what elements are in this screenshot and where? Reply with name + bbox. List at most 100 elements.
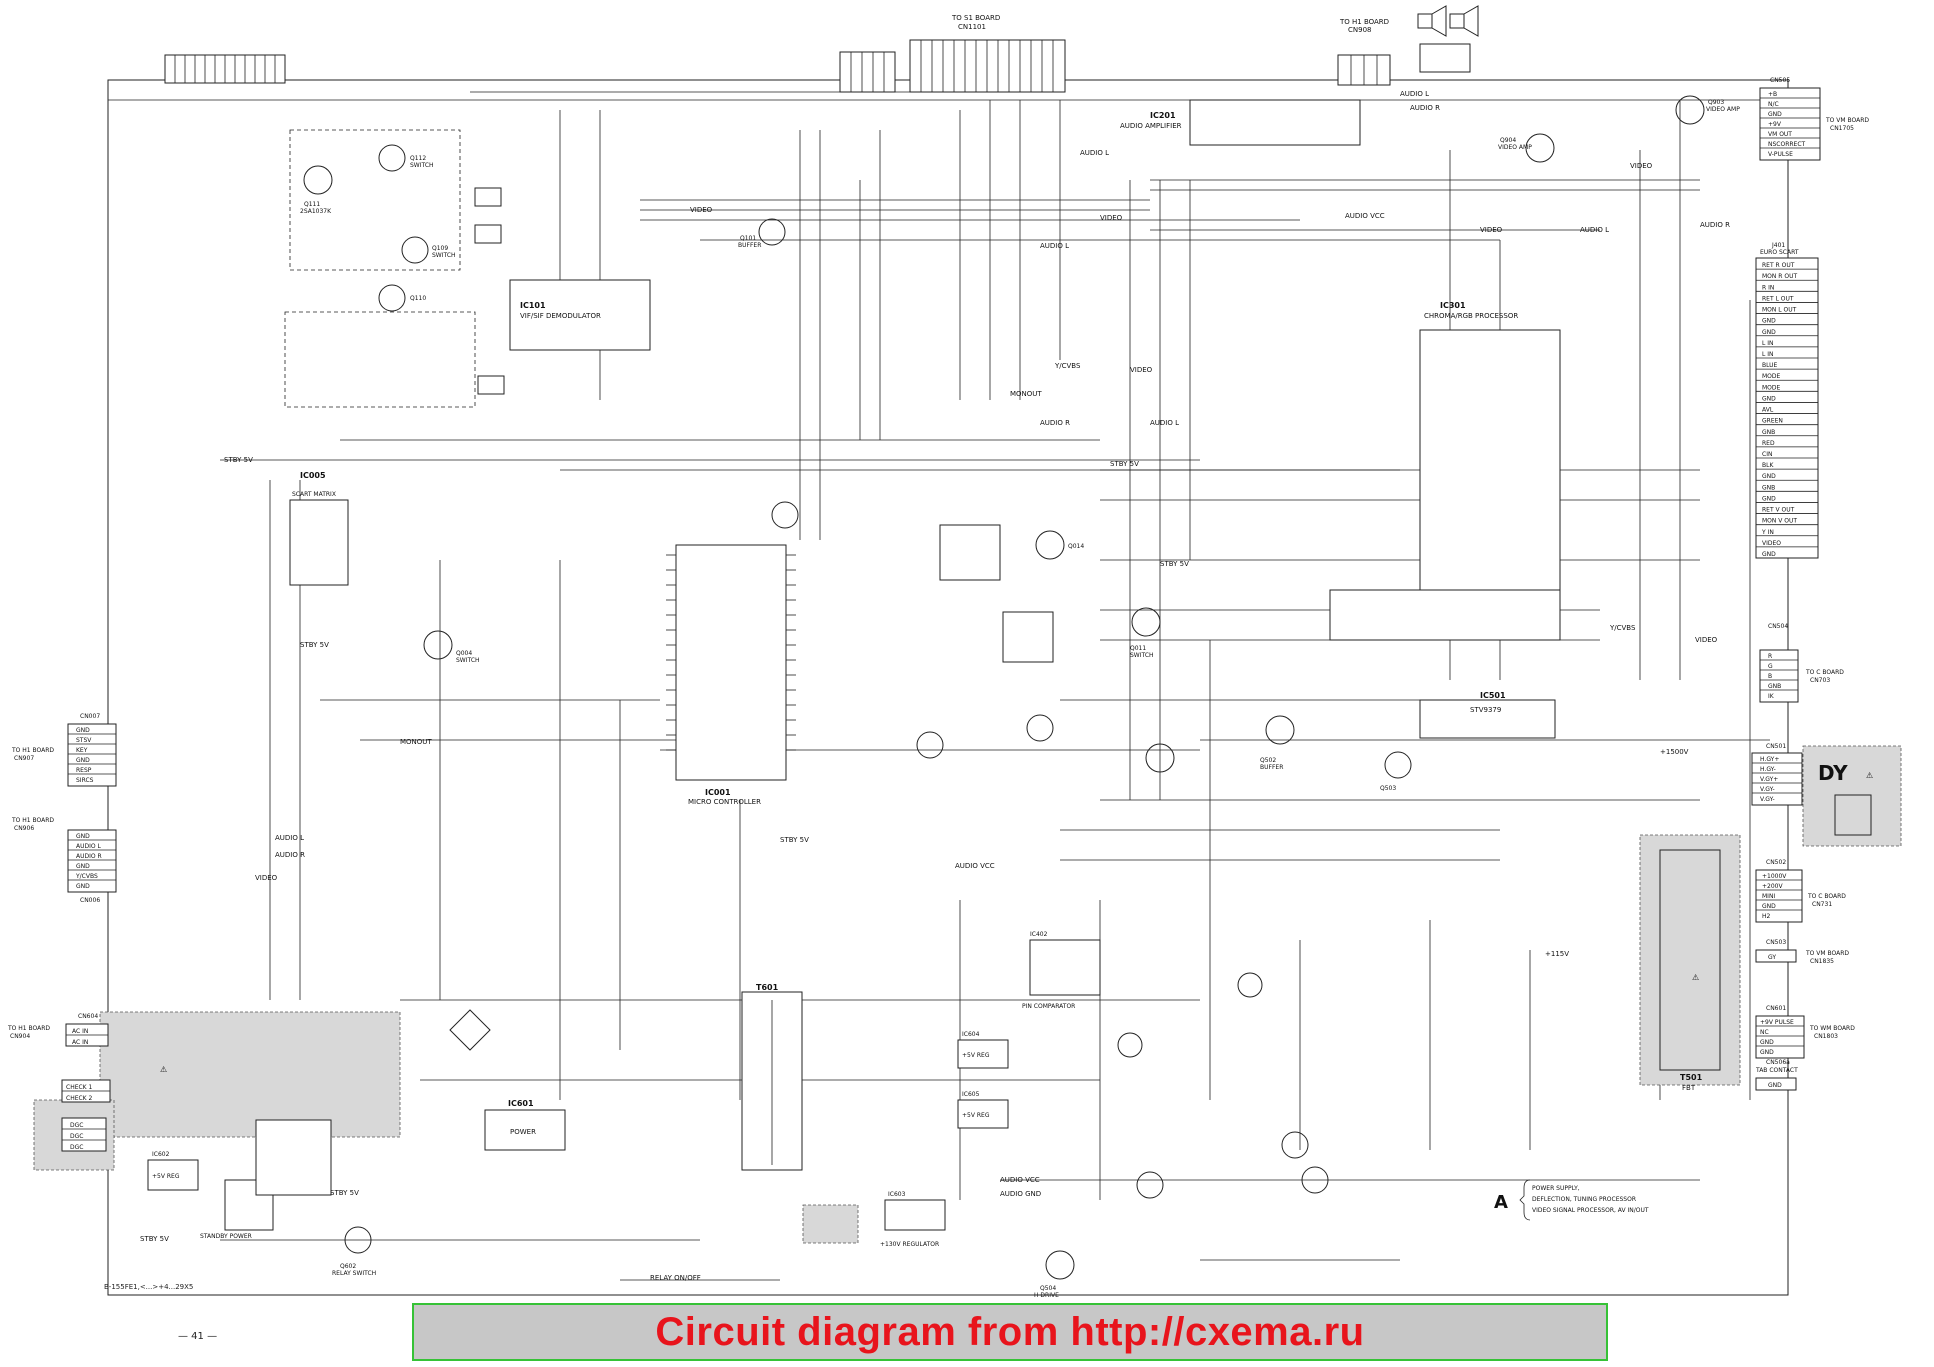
- svg-text:V.GY-: V.GY-: [1760, 796, 1775, 803]
- svg-text:DGC: DGC: [70, 1133, 83, 1140]
- connector-cn007: CN007 GND STSV KEY GND RESP SIRCS TO H1 …: [11, 713, 117, 787]
- j401-pin-label: BLK: [1762, 462, 1774, 469]
- svg-text:VIDEO: VIDEO: [1130, 366, 1153, 374]
- svg-text:CN502: CN502: [1766, 859, 1786, 866]
- to-s1-board-label: TO S1 BOARD: [951, 14, 1000, 22]
- ic001-pins: [666, 554, 796, 751]
- svg-text:Q903: Q903: [1708, 99, 1724, 106]
- svg-text:GND: GND: [76, 833, 90, 840]
- svg-text:TAB CONTACT: TAB CONTACT: [1755, 1067, 1798, 1074]
- j401-pin-label: GND: [1762, 495, 1776, 502]
- svg-text:CN506a: CN506a: [1766, 1059, 1790, 1066]
- svg-text:AUDIO R: AUDIO R: [275, 851, 305, 859]
- transistor-q903: Q903 VIDEO AMP: [1675, 95, 1740, 125]
- connector-cn506: CN506a TAB CONTACT GND: [1755, 1059, 1798, 1091]
- j401-pin-label: MON R OUT: [1762, 273, 1797, 280]
- svg-text:Q602: Q602: [340, 1263, 356, 1270]
- svg-text:VIDEO AMP: VIDEO AMP: [1706, 106, 1740, 113]
- j401-pin-label: CIN: [1762, 451, 1772, 458]
- svg-text:Q502: Q502: [1260, 757, 1276, 764]
- svg-text:TO H1 BOARD: TO H1 BOARD: [11, 817, 54, 824]
- svg-text:GND: GND: [76, 883, 90, 890]
- svg-text:SIRCS: SIRCS: [76, 777, 94, 784]
- top-connector-cn003: [839, 51, 896, 93]
- ic-small-blocks: [771, 501, 1175, 773]
- svg-text:VIDEO: VIDEO: [1480, 226, 1503, 234]
- svg-text:IC101: IC101: [520, 301, 546, 310]
- svg-text:CHECK 1: CHECK 1: [66, 1084, 93, 1091]
- svg-text:B: B: [1768, 673, 1772, 680]
- saw-filter-icon: [474, 187, 505, 395]
- transistor-q503: Q503: [1380, 751, 1412, 792]
- page-number: — 41 —: [178, 1331, 218, 1342]
- svg-text:H2: H2: [1762, 913, 1771, 920]
- ic605-block: IC605 +5V REG: [957, 1091, 1009, 1129]
- j401-pin-label: L IN: [1762, 351, 1774, 358]
- svg-text:Q904: Q904: [1500, 137, 1516, 144]
- transistor-q101: Q101 BUFFER: [738, 218, 786, 249]
- svg-text:RELAY ON/OFF: RELAY ON/OFF: [650, 1274, 701, 1282]
- svg-text:IC501: IC501: [1480, 691, 1506, 700]
- svg-text:AUDIO AMPLIFIER: AUDIO AMPLIFIER: [1120, 122, 1182, 130]
- signal-labels: AUDIO L AUDIO L AUDIO R AUDIO L AUDIO R …: [140, 90, 1730, 1282]
- svg-text:IC001: IC001: [705, 788, 731, 797]
- svg-text:IC605: IC605: [962, 1091, 980, 1098]
- svg-text:GND: GND: [1768, 111, 1782, 118]
- svg-text:VIF/SIF DEMODULATOR: VIF/SIF DEMODULATOR: [520, 312, 601, 320]
- svg-text:GND: GND: [76, 863, 90, 870]
- svg-text:VIDEO: VIDEO: [690, 206, 713, 214]
- svg-text:IC601: IC601: [508, 1099, 534, 1108]
- svg-text:BUFFER: BUFFER: [1260, 764, 1283, 771]
- transistor-q904: Q904 VIDEO AMP: [1498, 133, 1555, 163]
- svg-text:J401: J401: [1771, 242, 1785, 249]
- j401-pin-label: R IN: [1762, 284, 1774, 291]
- svg-text:G: G: [1768, 663, 1773, 670]
- svg-text:MICRO CONTROLLER: MICRO CONTROLLER: [688, 798, 761, 806]
- j401-pin-label: RET L OUT: [1762, 295, 1794, 302]
- ic301-block: IC301 CHROMA/RGB PROCESSOR: [1419, 301, 1561, 641]
- svg-text:VIDEO: VIDEO: [1630, 162, 1653, 170]
- svg-text:IC604: IC604: [962, 1031, 980, 1038]
- transistor-q504: Q504 H DRIVE: [1034, 1250, 1075, 1299]
- primary-power-shaded: [33, 1011, 401, 1171]
- dashed-region-left: [284, 129, 476, 408]
- svg-text:VIDEO: VIDEO: [1100, 214, 1123, 222]
- svg-text:+115V: +115V: [1545, 950, 1569, 958]
- svg-text:IK: IK: [1768, 693, 1775, 700]
- svg-text:AUDIO VCC: AUDIO VCC: [955, 862, 995, 870]
- svg-text:AUDIO VCC: AUDIO VCC: [1345, 212, 1385, 220]
- svg-text:MONOUT: MONOUT: [1010, 390, 1042, 398]
- svg-text:+1500V: +1500V: [1660, 748, 1689, 756]
- cn1101-label: CN1101: [958, 23, 986, 31]
- j401-pin-label: L IN: [1762, 340, 1774, 347]
- svg-text:GNB: GNB: [1768, 683, 1781, 690]
- svg-text:VIDEO: VIDEO: [255, 874, 278, 882]
- svg-text:V.GY-: V.GY-: [1760, 786, 1775, 793]
- ic501-block: IC501 STV9379: [1419, 691, 1556, 739]
- svg-text:T601: T601: [756, 983, 779, 992]
- svg-text:Y/CVBS: Y/CVBS: [1054, 362, 1081, 370]
- svg-text:CN904: CN904: [10, 1033, 30, 1040]
- svg-text:AC IN: AC IN: [72, 1028, 88, 1035]
- svg-text:CN006: CN006: [80, 897, 100, 904]
- transistor-q110: Q110: [378, 284, 426, 312]
- j401-pin-label: Y IN: [1761, 529, 1774, 536]
- section-legend: A POWER SUPPLY, DEFLECTION, TUNING PROCE…: [1494, 1179, 1649, 1221]
- svg-text:SWITCH: SWITCH: [456, 657, 480, 664]
- svg-text:RESP: RESP: [76, 767, 92, 774]
- svg-text:AUDIO L: AUDIO L: [1150, 419, 1179, 427]
- speaker-icon: [1417, 5, 1479, 73]
- power-bridge: [449, 1009, 491, 1051]
- svg-text:IC301: IC301: [1440, 301, 1466, 310]
- svg-text:TO H1 BOARD: TO H1 BOARD: [11, 747, 54, 754]
- connector-cn504: CN504 R G B GNB IK TO C BOARD CN703: [1759, 623, 1844, 703]
- ic402-block: IC402 PIN COMPARATOR: [1022, 931, 1101, 1010]
- to-h1-board-label: TO H1 BOARD: [1339, 18, 1389, 26]
- svg-text:AUDIO L: AUDIO L: [275, 834, 304, 842]
- svg-text:CN505: CN505: [1770, 77, 1790, 84]
- svg-text:Y/CVBS: Y/CVBS: [1609, 624, 1636, 632]
- svg-text:Q110: Q110: [410, 295, 426, 302]
- svg-text:MINI: MINI: [1762, 893, 1775, 900]
- svg-text:STBY 5V: STBY 5V: [140, 1235, 169, 1243]
